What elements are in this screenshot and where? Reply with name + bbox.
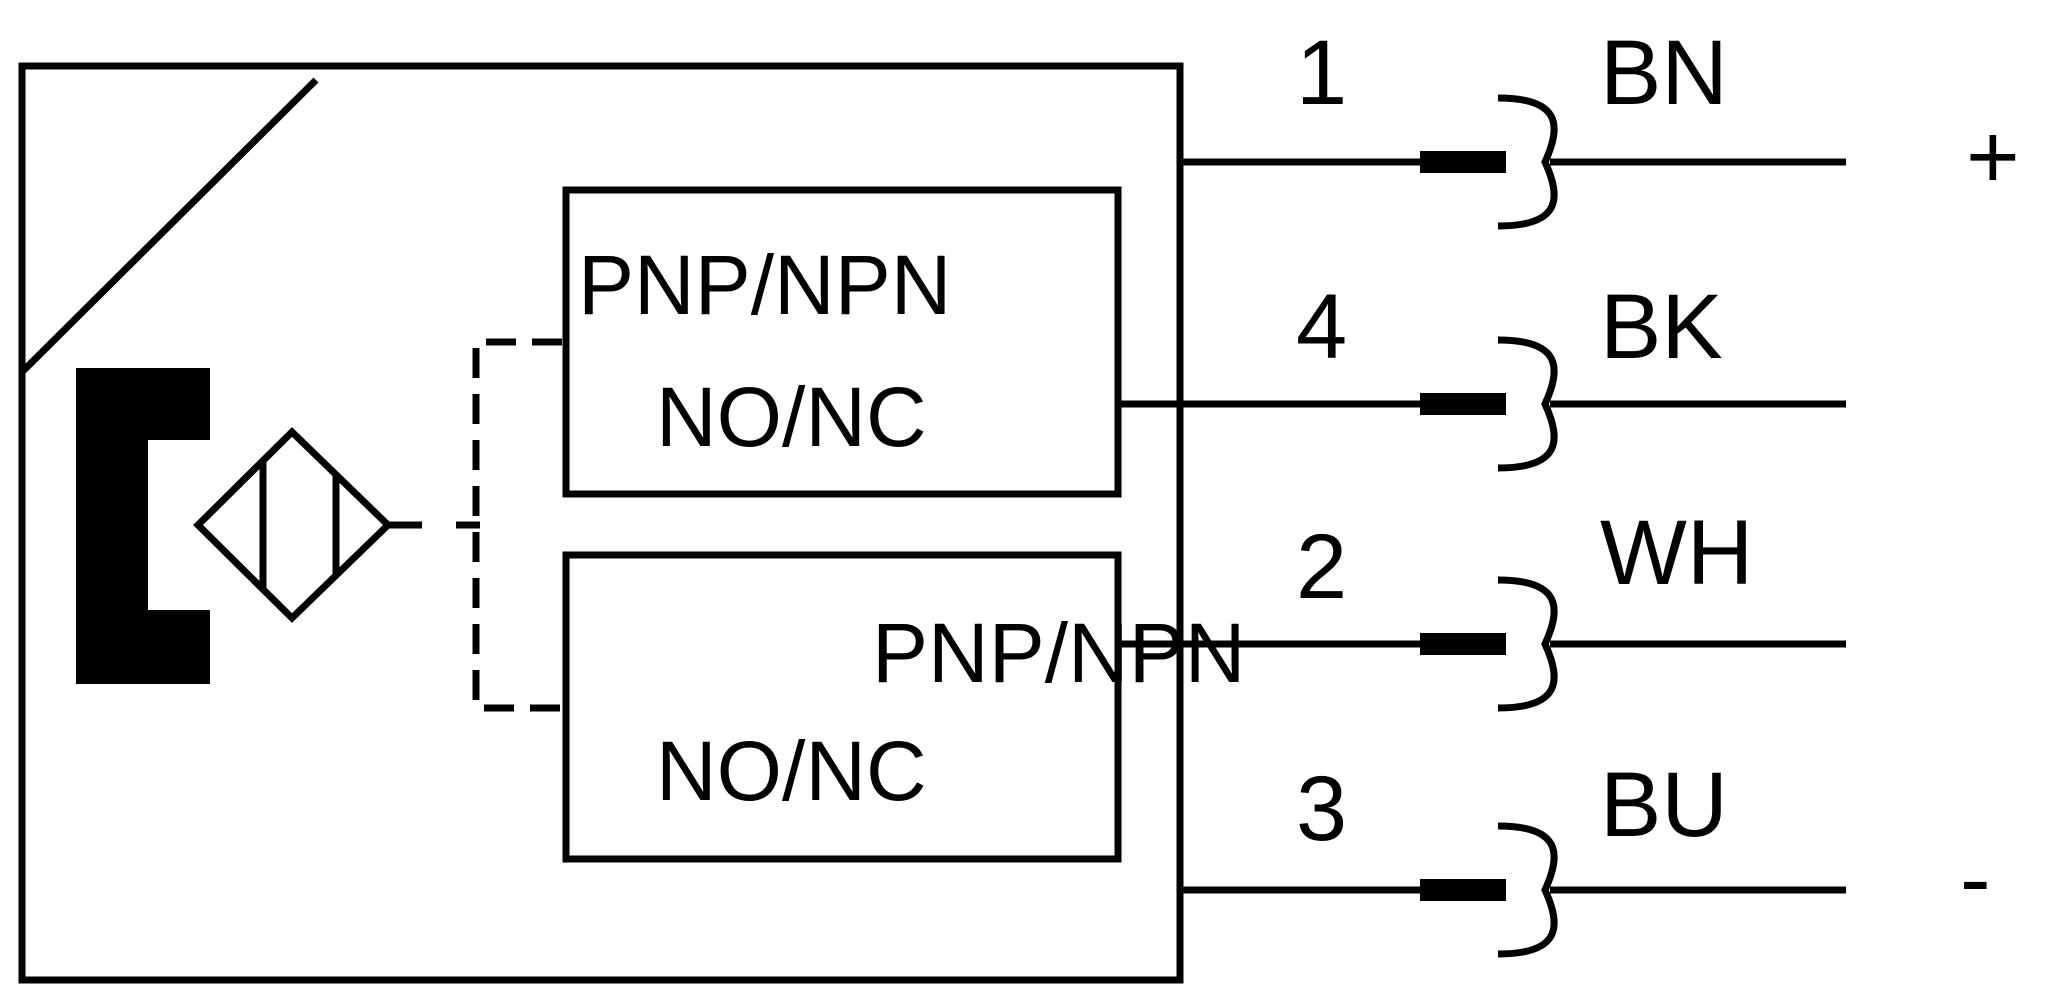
plug-2 <box>1420 633 1506 655</box>
polarity-minus: - <box>1960 828 1991 930</box>
polarity-plus: + <box>1966 106 2020 208</box>
inductive-sensor-icon <box>193 427 394 623</box>
pin-number-2: 2 <box>1296 516 1347 618</box>
output-block-top <box>562 186 1122 498</box>
plug-3 <box>1420 879 1506 901</box>
wire-color-4: BK <box>1600 276 1723 378</box>
plug-4 <box>1420 393 1506 415</box>
plug-1 <box>1420 151 1506 173</box>
output-block-bottom <box>562 551 1122 863</box>
housing-corner-line <box>19 77 319 375</box>
block-top-line1: PNP/NPN <box>578 238 951 332</box>
pin-number-1: 1 <box>1296 22 1347 124</box>
block-bottom-line2: NO/NC <box>656 724 927 818</box>
block-top-line2: NO/NC <box>656 370 927 464</box>
wire-color-1: BN <box>1600 22 1728 124</box>
pin-number-3: 3 <box>1296 758 1347 860</box>
dashed-link <box>472 338 562 712</box>
sensor-housing <box>18 62 1184 984</box>
block-bottom-line1: PNP/NPN <box>872 606 1245 700</box>
wire-color-3: BU <box>1600 754 1728 856</box>
wire-color-2: WH <box>1600 502 1753 604</box>
socket-3 <box>1497 822 1558 958</box>
pin-number-4: 4 <box>1296 276 1347 378</box>
socket-4 <box>1497 336 1558 472</box>
sensing-face-bracket <box>76 368 210 684</box>
socket-1 <box>1497 94 1558 230</box>
socket-2 <box>1497 576 1558 712</box>
